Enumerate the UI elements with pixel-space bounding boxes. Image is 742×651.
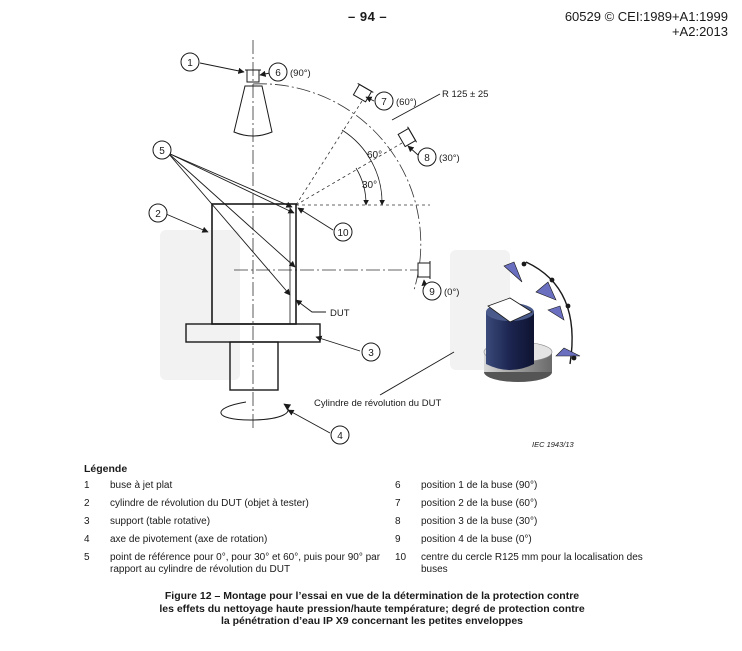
radius-label: R 125 ± 25 <box>442 89 488 100</box>
legend-item: 4 axe de pivotement (axe de rotation) <box>84 534 384 546</box>
figure-caption-line3: la pénétration d’eau IP X9 concernant le… <box>220 615 524 627</box>
leader-lines <box>165 62 455 434</box>
rotation-arrow <box>220 401 292 421</box>
angle-60-label: 60° <box>367 150 382 161</box>
legend-item: 3 support (table rotative) <box>84 516 384 528</box>
legend-title: Légende <box>84 463 128 475</box>
callout-8-label: 8 <box>424 153 430 164</box>
legend-item-text: buse à jet plat <box>110 480 173 491</box>
standard-reference-line2: +A2:2013 <box>671 24 728 39</box>
legend-item: 8 position 3 de la buse (30°) <box>395 516 655 528</box>
callout-1 <box>180 52 200 72</box>
callout-6-suffix: (90°) <box>290 68 311 79</box>
angle-arc-60 <box>341 129 385 206</box>
radius-arc <box>252 83 422 291</box>
callouts <box>148 52 442 445</box>
callout-1-label: 1 <box>187 58 193 69</box>
nozzle-position-30 <box>397 126 417 148</box>
legend-item-number: 8 <box>395 516 401 527</box>
center-lines <box>234 40 432 430</box>
callout-8 <box>417 147 437 167</box>
callout-10 <box>333 222 353 242</box>
legend-item: 10 centre du cercle R125 mm pour la loca… <box>395 552 655 576</box>
nozzle-position-0 <box>417 261 431 279</box>
legend-item-text: cylindre de révolution du DUT (objet à t… <box>110 498 309 509</box>
support-shaft <box>229 341 279 391</box>
legend-item-text: axe de pivotement (axe de rotation) <box>110 534 268 545</box>
callout-9-suffix: (0°) <box>444 287 459 298</box>
callout-2 <box>148 203 168 223</box>
callout-10-label: 10 <box>337 228 349 239</box>
legend-item-number: 1 <box>84 480 90 491</box>
dut-label: DUT <box>330 308 350 319</box>
callout-9-label: 9 <box>429 287 435 298</box>
legend-item: 1 buse à jet plat <box>84 480 384 492</box>
page-number: – 94 – <box>348 9 388 24</box>
legend-item-number: 7 <box>395 498 401 509</box>
legend-item-text: position 2 de la buse (60°) <box>421 498 538 509</box>
legend-item-text: centre du cercle R125 mm pour la localis… <box>421 552 643 575</box>
legend-left-column: 1 buse à jet plat 2 cylindre de révoluti… <box>84 480 384 582</box>
legend-right-column: 6 position 1 de la buse (90°) 7 position… <box>395 480 655 582</box>
legend-item-text: point de référence pour 0°, pour 30° et … <box>110 552 381 575</box>
standard-reference-line1: 60529 © CEI:1989+A1:1999 <box>564 9 728 24</box>
legend-item: 5 point de référence pour 0°, pour 30° e… <box>84 552 384 576</box>
legend-item-text: position 1 de la buse (90°) <box>421 480 538 491</box>
callout-5 <box>152 140 172 160</box>
legend-item-number: 6 <box>395 480 401 491</box>
callout-9 <box>422 281 442 301</box>
callout-4 <box>330 425 350 445</box>
figure-caption: Figure 12 – Montage pour l’essai en vue … <box>80 590 664 628</box>
legend-item: 6 position 1 de la buse (90°) <box>395 480 655 492</box>
angle-arc-30 <box>355 167 369 206</box>
callout-7 <box>374 91 394 111</box>
iec-reference: IEC 1943/13 <box>532 440 575 449</box>
standard-reference: 60529 © CEI:1989+A1:1999 +A2:2013 <box>565 9 728 39</box>
callout-6-label: 6 <box>275 68 281 79</box>
callout-3 <box>361 342 381 362</box>
legend-item-text: position 4 de la buse (0°) <box>421 534 532 545</box>
callout-4-label: 4 <box>337 431 343 442</box>
legend-item: 2 cylindre de révolution du DUT (objet à… <box>84 498 384 510</box>
legend-item-number: 2 <box>84 498 90 509</box>
callout-5-label: 5 <box>159 146 165 157</box>
test-setup-figure: 60° 30° <box>148 40 581 449</box>
legend-item-number: 4 <box>84 534 90 545</box>
cylinder-label: Cylindre de révolution du DUT <box>314 398 441 409</box>
figure-caption-line1: Figure 12 – Montage pour l’essai en vue … <box>164 590 580 602</box>
angle-30-label: 30° <box>362 180 377 191</box>
legend-item: 9 position 4 de la buse (0°) <box>395 534 655 546</box>
callout-3-label: 3 <box>368 348 374 359</box>
callout-7-label: 7 <box>381 97 387 108</box>
legend-item-number: 3 <box>84 516 90 527</box>
legend-item-number: 5 <box>84 552 90 563</box>
legend-item: 7 position 2 de la buse (60°) <box>395 498 655 510</box>
legend-item-text: support (table rotative) <box>110 516 211 527</box>
flat-jet-nozzle <box>233 69 273 137</box>
callout-6 <box>268 62 288 82</box>
callout-2-label: 2 <box>155 209 161 220</box>
callout-7-suffix: (60°) <box>396 97 417 108</box>
callout-8-suffix: (30°) <box>439 153 460 164</box>
dut-3d-illustration <box>483 261 581 382</box>
legend-item-text: position 3 de la buse (30°) <box>421 516 538 527</box>
nozzle-position-60 <box>352 83 374 103</box>
figure-caption-line2: les effets du nettoyage haute pression/h… <box>159 602 585 615</box>
legend-item-number: 9 <box>395 534 401 545</box>
legend-item-number: 10 <box>395 552 407 563</box>
